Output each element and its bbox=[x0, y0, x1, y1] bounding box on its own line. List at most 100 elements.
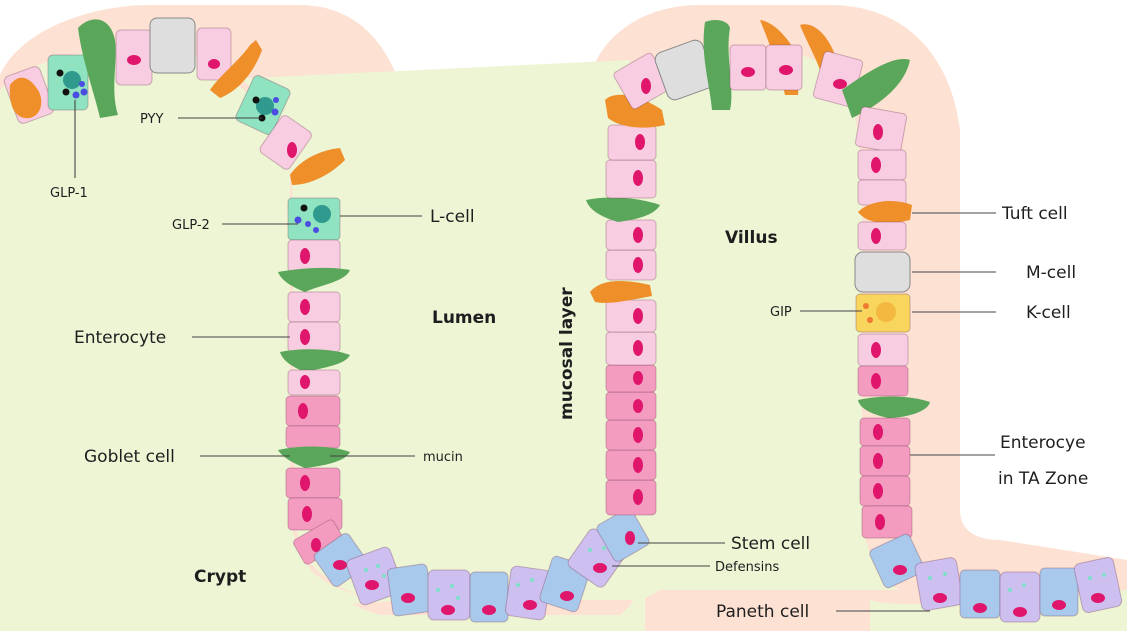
enterocyte bbox=[606, 160, 656, 198]
enterocyte-nucleus bbox=[873, 483, 883, 499]
enterocyte-ta bbox=[286, 426, 340, 448]
enterocyte-nucleus bbox=[311, 538, 321, 552]
stem-cell-nucleus bbox=[333, 560, 347, 570]
enterocyte-nucleus bbox=[633, 257, 643, 273]
enterocyte-nucleus bbox=[633, 340, 643, 356]
enterocyte bbox=[858, 222, 906, 250]
enterocyte-nucleus bbox=[741, 67, 755, 77]
enterocyte bbox=[858, 180, 906, 205]
stem-cell-nucleus bbox=[973, 603, 987, 613]
label-enterocyte-ta-line2: in TA Zone bbox=[998, 469, 1088, 489]
enterocyte-nucleus bbox=[300, 475, 310, 491]
granule-orange bbox=[867, 317, 873, 323]
enterocyte-ta bbox=[860, 476, 910, 506]
label-lumen: Lumen bbox=[432, 308, 496, 328]
enterocyte-nucleus bbox=[633, 170, 643, 186]
enterocyte bbox=[288, 322, 340, 352]
enterocyte-nucleus bbox=[873, 453, 883, 469]
stem-cell-nucleus bbox=[893, 565, 907, 575]
enterocyte bbox=[288, 240, 340, 272]
enterocyte-nucleus bbox=[641, 78, 651, 94]
stem-cell-nucleus bbox=[401, 593, 415, 603]
enterocyte-nucleus bbox=[871, 373, 881, 389]
label-pyy: PYY bbox=[140, 112, 163, 127]
enterocyte-nucleus bbox=[127, 55, 141, 65]
enterocyte-ta bbox=[862, 506, 912, 538]
enterocyte-nucleus bbox=[871, 228, 881, 244]
granule-black bbox=[253, 97, 260, 104]
enterocyte-ta bbox=[860, 446, 910, 476]
enterocyte bbox=[858, 334, 908, 366]
granule-blue bbox=[73, 92, 80, 99]
enterocyte-ta bbox=[606, 420, 656, 450]
label-tuft-cell: Tuft cell bbox=[1001, 204, 1068, 224]
enterocyte-nucleus bbox=[302, 506, 312, 522]
label-mucin: mucin bbox=[423, 450, 463, 465]
enterocyte-nucleus bbox=[633, 399, 643, 413]
label-gip: GIP bbox=[770, 305, 792, 320]
label-l-cell: L-cell bbox=[430, 207, 475, 227]
label-glp1: GLP-1 bbox=[50, 186, 88, 201]
enterocyte-nucleus bbox=[873, 424, 883, 440]
label-enterocyte-ta-line1: Enterocye bbox=[1000, 433, 1086, 453]
enterocyte-ta bbox=[606, 392, 656, 420]
enterocyte-nucleus bbox=[300, 375, 310, 389]
granule-blue bbox=[273, 97, 279, 103]
m-cell bbox=[150, 18, 195, 73]
paneth-cell-nucleus bbox=[365, 580, 379, 590]
enterocyte-nucleus bbox=[633, 489, 643, 505]
enterocyte-nucleus bbox=[208, 59, 220, 69]
enterocyte-nucleus bbox=[779, 65, 793, 75]
stem-cell-nucleus bbox=[560, 591, 574, 601]
granule-blue bbox=[79, 81, 85, 87]
paneth-cell-nucleus bbox=[523, 600, 537, 610]
enterocyte-nucleus bbox=[633, 457, 643, 473]
enterocyte-nucleus bbox=[633, 427, 643, 443]
granule-blue bbox=[295, 217, 302, 224]
label-paneth-cell: Paneth cell bbox=[716, 602, 809, 622]
granule-black bbox=[63, 89, 70, 96]
l-cell-nucleus bbox=[313, 205, 331, 223]
label-villus: Villus bbox=[725, 228, 778, 248]
granule-black bbox=[301, 205, 308, 212]
label-crypt: Crypt bbox=[194, 567, 246, 587]
label-mucosal-layer: mucosal layer bbox=[557, 287, 577, 420]
enterocyte bbox=[606, 332, 656, 365]
enterocyte bbox=[288, 292, 340, 322]
paneth-cell-nucleus bbox=[1013, 607, 1027, 617]
enterocyte bbox=[606, 220, 656, 250]
label-defensins: Defensins bbox=[715, 560, 779, 575]
enterocyte-ta bbox=[286, 468, 340, 498]
enterocyte-nucleus bbox=[635, 134, 645, 150]
enterocyte-nucleus bbox=[633, 371, 643, 385]
label-m-cell: M-cell bbox=[1026, 263, 1076, 283]
enterocyte bbox=[288, 370, 340, 395]
enterocyte bbox=[606, 300, 656, 332]
granule-blue bbox=[272, 109, 279, 116]
label-glp2: GLP-2 bbox=[172, 218, 210, 233]
enterocyte-ta bbox=[860, 418, 910, 446]
enterocyte-ta bbox=[858, 366, 908, 396]
enterocyte-ta bbox=[606, 365, 656, 392]
enterocyte-nucleus bbox=[298, 403, 308, 419]
label-goblet-cell: Goblet cell bbox=[84, 447, 175, 467]
stem-cell-nucleus bbox=[1052, 600, 1066, 610]
granule-blue bbox=[313, 227, 319, 233]
enterocyte bbox=[858, 150, 906, 180]
enterocyte-ta bbox=[606, 450, 656, 480]
enterocyte-ta bbox=[606, 480, 656, 515]
enterocyte-nucleus bbox=[300, 299, 310, 315]
k-cell-nucleus bbox=[876, 302, 896, 322]
enterocyte-nucleus bbox=[287, 142, 297, 158]
enterocyte bbox=[608, 125, 656, 160]
enterocyte-nucleus bbox=[875, 514, 885, 530]
paneth-cell-nucleus bbox=[933, 593, 947, 603]
granule-blue bbox=[305, 221, 311, 227]
enterocyte-nucleus bbox=[633, 227, 643, 243]
paneth-cell-nucleus bbox=[441, 605, 455, 615]
l-cell-nucleus bbox=[63, 71, 81, 89]
granule-black bbox=[57, 70, 64, 77]
stem-cell-nucleus bbox=[625, 531, 635, 545]
enterocyte-nucleus bbox=[873, 124, 883, 140]
